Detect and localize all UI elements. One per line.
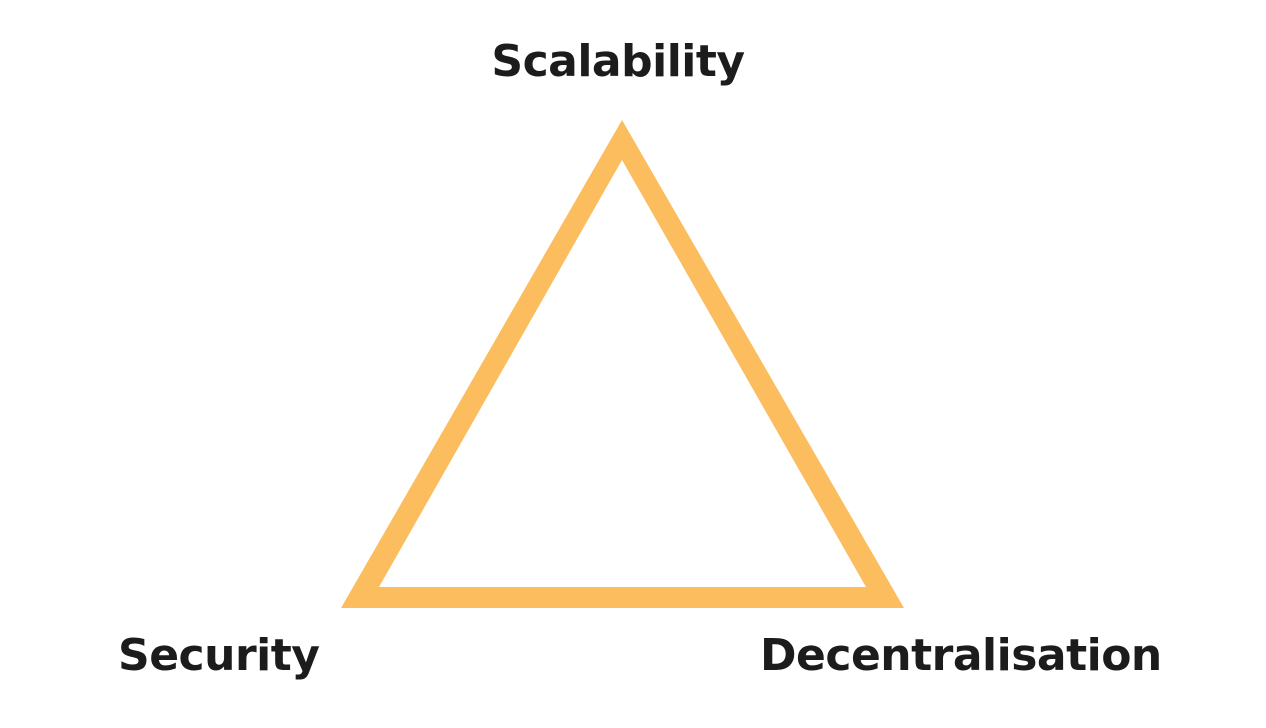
label-scalability: Scalability: [491, 36, 745, 87]
triangle-outline: [341, 120, 904, 608]
label-security: Security: [118, 630, 320, 681]
label-decentralisation: Decentralisation: [760, 630, 1162, 681]
